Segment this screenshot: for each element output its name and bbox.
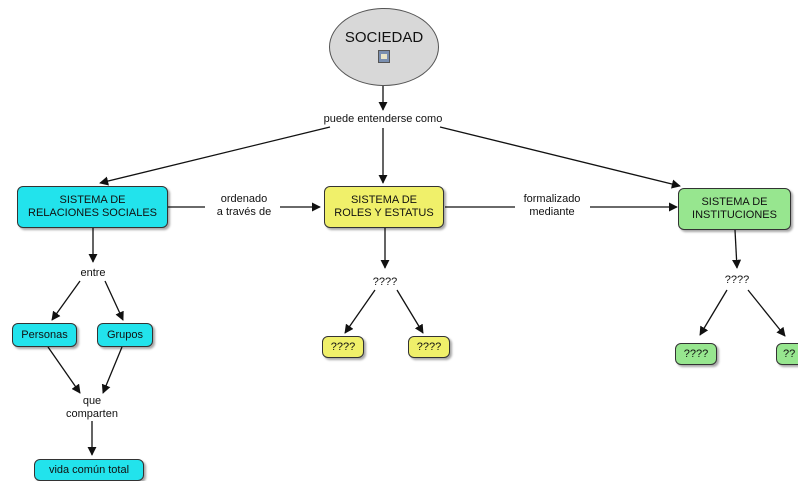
root-label: SOCIEDAD	[344, 29, 424, 46]
node-sistema-roles-estatus[interactable]: SISTEMA DE ROLES Y ESTATUS	[324, 186, 444, 228]
node-instituciones-child[interactable]: ????	[675, 343, 717, 365]
connector	[51, 280, 81, 321]
cropped-node-wrapper: ??	[774, 340, 798, 370]
connector	[732, 229, 742, 269]
connector	[396, 289, 424, 334]
node-vida-comun-total[interactable]: vida común total	[34, 459, 144, 481]
link-label-entre: entre	[80, 267, 106, 280]
connector	[344, 289, 376, 334]
node-sistema-relaciones-sociales[interactable]: SISTEMA DE RELACIONES SOCIALES	[17, 186, 168, 228]
link-label-formalizado: formalizado mediante	[523, 193, 581, 219]
link-label-que-comparten: que comparten	[66, 395, 118, 421]
link-label-roles-question: ????	[372, 276, 398, 289]
root-node-sociedad[interactable]: SOCIEDAD	[329, 8, 439, 86]
connector	[439, 126, 681, 189]
connector	[747, 289, 786, 337]
connector	[101, 346, 123, 394]
node-grupos[interactable]: Grupos	[97, 323, 153, 347]
node-sistema-instituciones[interactable]: SISTEMA DE INSTITUCIONES	[678, 188, 791, 230]
link-label-ordenado: ordenado a través de	[216, 193, 272, 219]
connector	[99, 126, 331, 186]
node-personas[interactable]: Personas	[12, 323, 77, 347]
node-instituciones-child[interactable]: ??	[776, 343, 798, 365]
document-icon[interactable]	[378, 50, 390, 63]
link-label-instituciones-question: ????	[724, 274, 750, 287]
link-label-puede-entenderse: puede entenderse como	[323, 113, 443, 126]
node-roles-child[interactable]: ????	[322, 336, 364, 358]
node-roles-child[interactable]: ????	[408, 336, 450, 358]
connector	[47, 346, 81, 394]
connector	[699, 289, 728, 336]
connector	[104, 280, 124, 321]
